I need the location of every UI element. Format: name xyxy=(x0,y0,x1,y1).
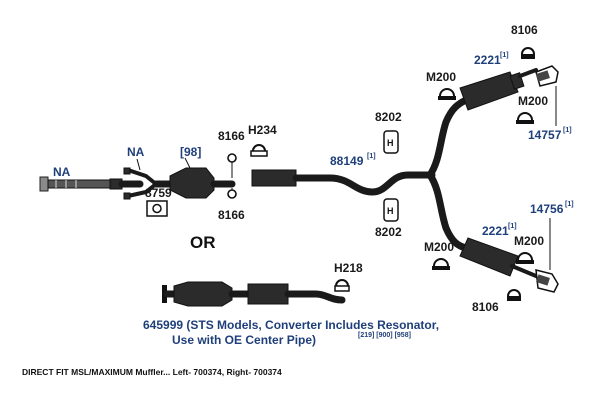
hanger-h218 xyxy=(334,279,350,292)
hanger-h234 xyxy=(250,144,268,157)
part-2221-bottom-note: [1] xyxy=(508,223,517,230)
part-8106-bottom-label: 8106 xyxy=(472,300,499,314)
isolator-8202-top: H xyxy=(383,130,399,154)
alt-description-line2: Use with OE Center Pipe) xyxy=(172,333,316,347)
ref-98-label: [98] xyxy=(180,145,201,159)
or-divider-text: OR xyxy=(190,233,216,252)
part-88149-label: 88149 xyxy=(330,154,364,168)
part-14757-label: 14757 xyxy=(528,128,562,142)
na-left-label: NA xyxy=(53,165,71,179)
alt-converter-645999 xyxy=(162,281,346,307)
isolator-bottom-letter: H xyxy=(387,206,394,216)
hanger-8106-bottom xyxy=(507,289,521,301)
hanger-h218-label: H218 xyxy=(334,261,363,275)
isolator-8202-bottom: H xyxy=(383,198,399,222)
y-pipe-na xyxy=(118,167,158,200)
clamp-m200-bottom-right xyxy=(516,252,534,264)
part-2221-top-note: [1] xyxy=(500,52,509,59)
muffler-2221-bottom xyxy=(459,237,538,278)
part-88149-note: [1] xyxy=(367,153,376,160)
part-8759-label: 8759 xyxy=(145,186,172,200)
part-14756-note: [1] xyxy=(565,201,574,208)
alt-description-line1: 645999 (STS Models, Converter Includes R… xyxy=(143,318,439,332)
clamp-m200-top-right xyxy=(516,112,534,124)
clamp-m200-bottom-left xyxy=(432,258,450,270)
hanger-h234-label: H234 xyxy=(248,123,277,137)
part-8202-top-label: 8202 xyxy=(375,110,402,124)
part-8202-bottom-label: 8202 xyxy=(375,225,402,239)
part-14756-label: 14756 xyxy=(530,202,564,216)
alt-description-notes: [219] [900] [958] xyxy=(358,332,411,339)
part-8106-top-label: 8106 xyxy=(511,23,538,37)
na-mid-label: NA xyxy=(127,145,145,159)
part-8166-top-label: 8166 xyxy=(218,129,245,143)
part-2221-bottom-label: 2221 xyxy=(482,224,509,238)
muffler-2221-top xyxy=(459,68,538,111)
gasket-8759 xyxy=(146,200,168,217)
isolator-top-letter: H xyxy=(387,138,394,148)
clamp-m200-tl-label: M200 xyxy=(426,70,456,84)
front-pipe-na xyxy=(39,176,123,192)
ring-8166-bottom xyxy=(227,189,237,199)
catalytic-converter xyxy=(152,167,236,199)
part-2221-top-label: 2221 xyxy=(474,53,501,67)
ring-8166-top xyxy=(227,153,237,163)
exhaust-tip-14757 xyxy=(535,65,559,87)
clamp-m200-bl-label: M200 xyxy=(424,240,454,254)
part-8166-bottom-label: 8166 xyxy=(218,208,245,222)
hanger-8106-top xyxy=(521,47,535,59)
clamp-m200-top-left xyxy=(438,88,456,100)
exhaust-tip-14756 xyxy=(535,269,559,293)
clamp-m200-tr-label: M200 xyxy=(518,94,548,108)
center-pipe-88149 xyxy=(251,169,436,196)
y-split-pipe xyxy=(426,96,470,252)
muffler-note-footer: DIRECT FIT MSL/MAXIMUM Muffler... Left- … xyxy=(22,367,282,377)
part-14757-note: [1] xyxy=(563,127,572,134)
clamp-m200-br-label: M200 xyxy=(514,234,544,248)
